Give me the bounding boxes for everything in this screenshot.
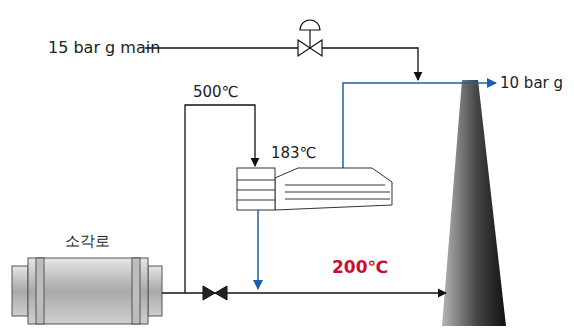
gas-return [257, 210, 259, 289]
heat-exchanger [237, 168, 392, 210]
flow-label: 500℃ [193, 84, 238, 101]
control-valve [298, 20, 322, 56]
flow-label: 15 bar g main [48, 39, 160, 57]
stack [442, 80, 506, 326]
node-label: 소각로 [10, 232, 164, 250]
damper-valve [203, 286, 227, 300]
flow-label: 183℃ [271, 145, 316, 162]
steam-line [343, 83, 496, 168]
steam-main [145, 48, 418, 80]
incinerator-node: 소각로 [10, 232, 164, 328]
flow-label: 200℃ [332, 258, 388, 278]
flow-label: 10 bar g [500, 75, 563, 92]
incinerator [12, 258, 162, 324]
